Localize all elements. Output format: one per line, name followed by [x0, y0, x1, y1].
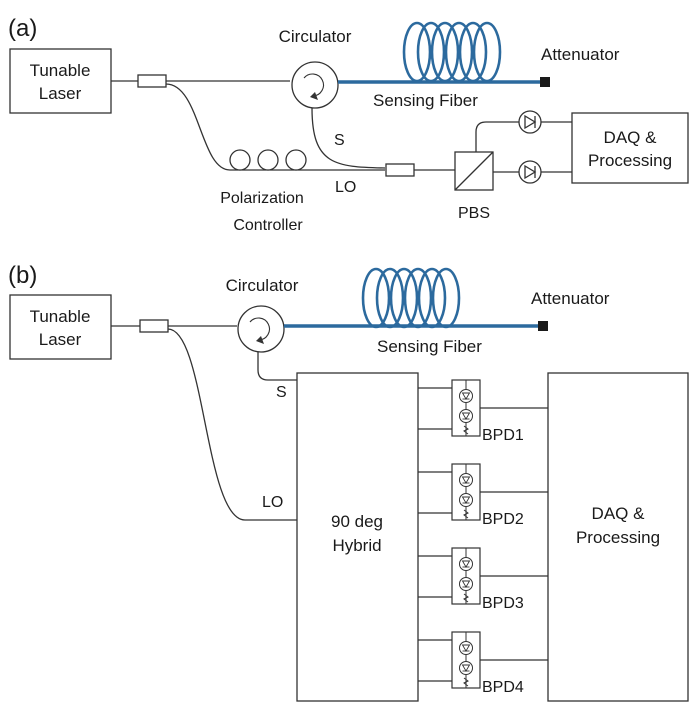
panel-a-lo-label: LO	[335, 179, 356, 196]
panel-a-circulator-arrowhead	[310, 92, 318, 100]
panel-a-s-label: S	[334, 132, 345, 149]
panel-a-pbs-label: PBS	[458, 205, 490, 222]
panel-b-bpd2-label: BPD2	[482, 511, 524, 528]
panel-a-pbs-diagonal	[454, 151, 494, 191]
panel-a-daq-label-1: DAQ &	[604, 128, 658, 147]
panel-b-tag: (b)	[8, 262, 37, 289]
panel-a-polarization-label-2: Controller	[233, 217, 303, 234]
panel-a-photodiode-1	[518, 110, 542, 134]
panel-a-s-path	[311, 107, 386, 169]
panel-b-daq-box	[547, 372, 689, 702]
panel-a-circulator-label: Circulator	[279, 27, 352, 46]
panel-a-daq-box	[571, 112, 689, 184]
panel-b-attenuator-label: Attenuator	[531, 289, 610, 308]
panel-b-circulator	[237, 305, 285, 353]
panel-a-pbs-up-path	[475, 121, 519, 152]
panel-b-daq-label-1: DAQ &	[592, 504, 646, 523]
panel-b-laser-label-2: Laser	[39, 330, 82, 349]
panel-b-bpd2-symbol	[451, 463, 481, 521]
panel-b-bpd1-symbol	[451, 379, 481, 437]
panel-a-polarization-paddles	[229, 149, 307, 171]
panel-b-circulator-arrow	[249, 317, 271, 341]
panel-a-circulator	[291, 61, 339, 109]
panel-b-s-path	[257, 352, 297, 381]
panel-b-hybrid-label-2: Hybrid	[332, 536, 381, 555]
panel-b-lo-path	[167, 328, 297, 521]
panel-b-hybrid-label-1: 90 deg	[331, 512, 383, 531]
panel-a-fiber-label: Sensing Fiber	[373, 91, 478, 110]
panel-a-attenuator-label: Attenuator	[541, 45, 620, 64]
panel-b-bpd4-symbol	[451, 631, 481, 689]
panel-b-bpd3-label: BPD3	[482, 595, 524, 612]
panel-a-laser-label-1: Tunable	[30, 61, 91, 80]
panel-a-laser-label-2: Laser	[39, 84, 82, 103]
panel-b-bpd1-label: BPD1	[482, 427, 524, 444]
panel-b-fiber-coil	[361, 267, 461, 329]
panel-b: (b) Tunable Laser Circulator Attenuator …	[8, 262, 689, 702]
panel-b-bpd-outputs	[480, 407, 548, 661]
panel-a-coupler-1	[137, 74, 167, 88]
panel-b-laser-label-1: Tunable	[30, 307, 91, 326]
panel-a-circulator-arrow	[303, 73, 325, 97]
panel-a-tag: (a)	[8, 15, 37, 42]
panel-a-polarization-label-1: Polarization	[220, 190, 304, 207]
panel-b-circulator-label: Circulator	[226, 276, 299, 295]
panel-b-laser-box	[9, 294, 112, 360]
panel-a-daq-label-2: Processing	[588, 151, 672, 170]
panel-b-attenuator-mark	[538, 321, 548, 331]
panel-b-bpd3-symbol	[451, 547, 481, 605]
panel-a-attenuator-mark	[540, 77, 550, 87]
panel-b-bpd4-label: BPD4	[482, 679, 524, 696]
panel-a-photodiode-2	[518, 160, 542, 184]
panel-b-coupler	[139, 319, 169, 333]
panel-b-s-label: S	[276, 384, 287, 401]
panel-a-fiber-coil	[402, 21, 502, 83]
panel-b-fiber-label: Sensing Fiber	[377, 337, 482, 356]
panel-b-hybrid-outputs	[418, 387, 452, 682]
panel-a-coupler-2	[385, 163, 415, 177]
panel-b-hybrid-box	[296, 372, 419, 702]
panel-b-circulator-arrowhead	[256, 336, 264, 344]
panel-b-daq-label-2: Processing	[576, 528, 660, 547]
panel-a-lo-path	[165, 83, 385, 171]
panel-a-laser-box	[9, 48, 112, 114]
panel-a: (a) Tunable Laser Circulator Attenuator …	[8, 15, 689, 234]
panel-b-lo-label: LO	[262, 494, 283, 511]
